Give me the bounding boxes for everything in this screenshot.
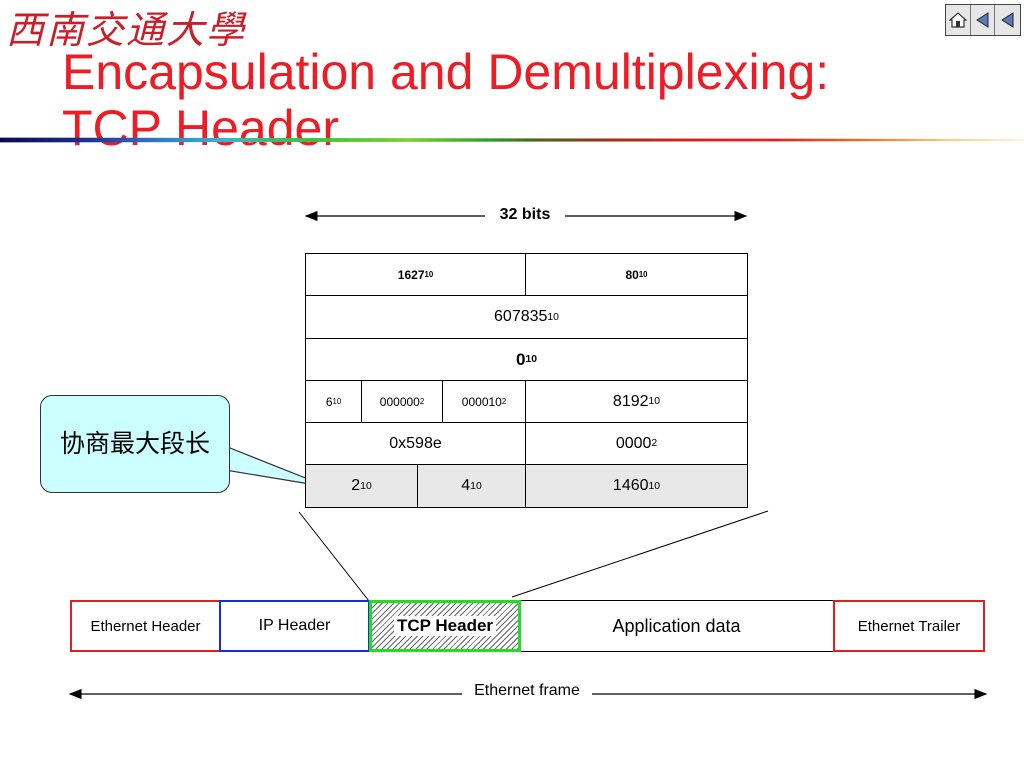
tcp-header-label: TCP Header — [393, 616, 497, 636]
reserved-base: 2 — [419, 397, 425, 406]
source-port-value: 1627 — [397, 267, 425, 282]
ack-number-value: 0 — [515, 349, 526, 369]
urgent-pointer-base: 2 — [651, 438, 658, 449]
option-length-base: 10 — [470, 480, 482, 492]
ethernet-trailer-label: Ethernet Trailer — [857, 617, 961, 635]
mss-base: 10 — [648, 480, 661, 492]
checksum-cell: 0x598e — [305, 422, 526, 465]
ip-header-label: IP Header — [258, 617, 331, 634]
window-size-value: 8192 — [612, 392, 649, 410]
app-data-box: Application data — [518, 600, 835, 652]
header-length-value: 6 — [325, 394, 333, 409]
ethernet-trailer-box: Ethernet Trailer — [833, 600, 985, 652]
mss-value: 1460 — [612, 477, 649, 494]
option-kind-value: 2 — [351, 477, 361, 494]
urgent-pointer-value: 0000 — [615, 434, 652, 452]
zoom-line-left — [298, 511, 370, 602]
rainbow-divider — [0, 137, 1024, 143]
header-length-base: 10 — [332, 397, 342, 406]
ethernet-header-label: Ethernet Header — [90, 617, 201, 635]
title-line-2: TCP Header — [62, 100, 339, 156]
dest-port-base: 10 — [638, 270, 648, 279]
sequence-number-value: 607835 — [494, 308, 548, 325]
ethernet-frame-label: Ethernet frame — [462, 682, 592, 700]
flags-value: 000010 — [461, 394, 502, 409]
triangle-left-icon — [1000, 12, 1014, 28]
checksum-value: 0x598e — [389, 434, 442, 452]
reserved-value: 000000 — [379, 394, 420, 409]
home-button[interactable] — [946, 5, 971, 35]
previous-slide-button[interactable] — [971, 5, 996, 35]
next-slide-button[interactable] — [995, 5, 1020, 35]
slide-title: Encapsulation and Demultiplexing: TCP He… — [62, 44, 962, 156]
dest-port-value: 80 — [625, 267, 639, 282]
bits-label: 32 bits — [485, 206, 565, 224]
app-data-label: Application data — [612, 615, 741, 636]
home-icon — [948, 12, 967, 28]
ip-header-box: IP Header — [219, 600, 370, 652]
university-logo: 西南交通大學 — [6, 8, 247, 52]
flags-base: 2 — [501, 397, 507, 406]
sequence-number-base: 10 — [547, 311, 559, 323]
window-size-base: 10 — [648, 396, 661, 407]
option-length-value: 4 — [461, 477, 471, 494]
tcp-header-box: TCP Header — [369, 600, 521, 652]
title-line-1: Encapsulation and Demultiplexing: — [62, 44, 830, 100]
zoom-line-right — [511, 510, 769, 598]
option-kind-base: 10 — [360, 480, 372, 492]
ethernet-header-box: Ethernet Header — [70, 600, 221, 652]
mss-callout: 协商最大段长 — [40, 395, 230, 493]
triangle-left-icon — [975, 12, 988, 28]
slide-nav — [945, 4, 1021, 36]
ack-number-base: 10 — [525, 354, 538, 365]
source-port-base: 10 — [424, 270, 434, 279]
